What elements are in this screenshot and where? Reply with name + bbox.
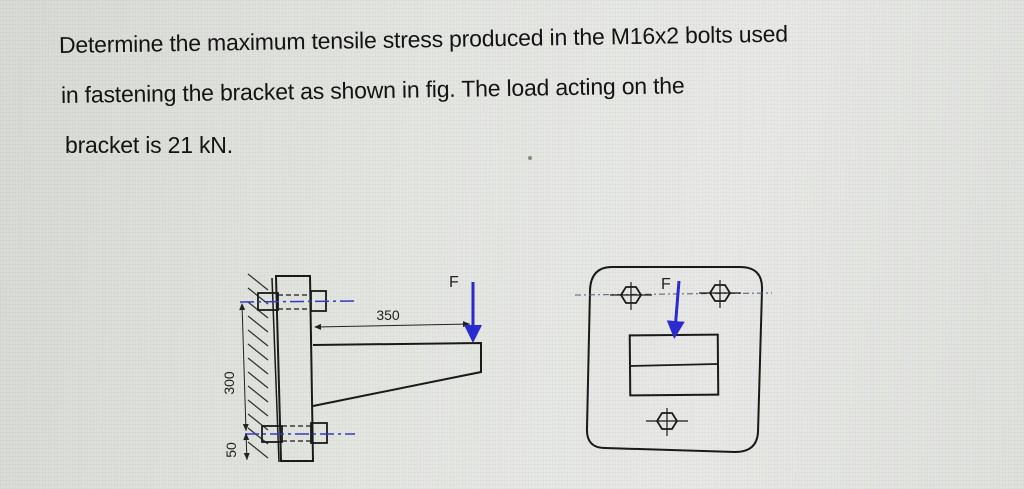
wall-surface bbox=[271, 277, 280, 463]
bolt-top-left bbox=[610, 282, 652, 310]
dim-label-50: 50 bbox=[223, 442, 239, 458]
bolt-top-right bbox=[699, 280, 741, 308]
bracket-arm bbox=[312, 341, 482, 407]
bolt-centerline-front bbox=[574, 292, 773, 296]
dim-label-350: 350 bbox=[376, 307, 400, 323]
dim-line-50 bbox=[243, 433, 250, 461]
force-label-side: F bbox=[449, 274, 459, 291]
side-view: 300 50 350 F bbox=[221, 273, 482, 463]
dim-line-350 bbox=[314, 321, 471, 330]
dim-line-300 bbox=[239, 303, 249, 432]
bolt-bottom bbox=[646, 408, 688, 436]
problem-line-3: bracket is 21 kN. bbox=[65, 132, 233, 158]
bracket-plate-outline bbox=[585, 266, 764, 454]
force-arrow-front bbox=[666, 280, 685, 339]
bracket-plate bbox=[274, 275, 315, 462]
top-bolt bbox=[239, 290, 356, 312]
bottom-bolt bbox=[245, 422, 355, 444]
force-label-front: F bbox=[661, 276, 671, 293]
arm-section-divider bbox=[629, 363, 718, 367]
speck bbox=[528, 156, 532, 160]
top-bolt-centerline bbox=[239, 300, 356, 303]
front-view: F bbox=[574, 266, 773, 454]
dim-label-300: 300 bbox=[221, 371, 237, 395]
